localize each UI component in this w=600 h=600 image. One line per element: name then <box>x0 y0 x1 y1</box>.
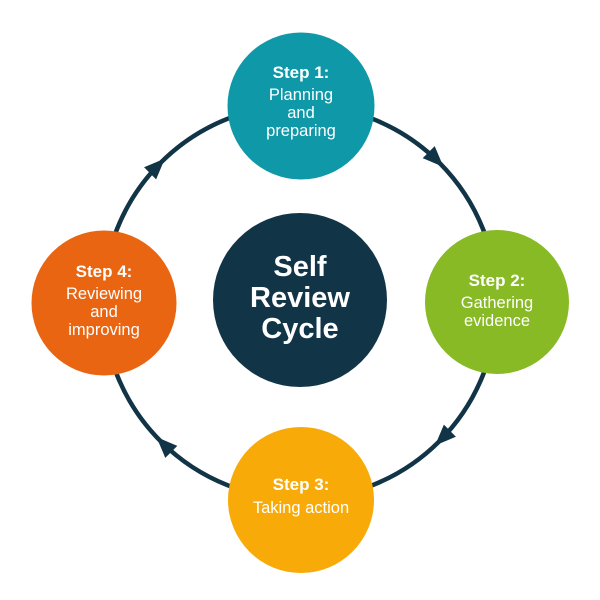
arrowhead-top-right-icon <box>422 146 444 167</box>
arrowhead-bottom-right-icon <box>435 424 456 446</box>
center-circle <box>213 213 387 387</box>
arrowhead-bottom-left-icon <box>156 437 178 458</box>
step-2-line: Gathering <box>461 294 533 312</box>
step-1-line: Planning <box>269 86 333 104</box>
step-2-line: evidence <box>464 312 530 330</box>
title-line-1: Self <box>273 251 327 283</box>
title-line-2: Review <box>250 282 350 314</box>
step-4-line: and <box>90 303 118 321</box>
step-1-line: and <box>287 104 315 122</box>
step-4-label: Step 4: <box>76 262 133 281</box>
step-1-circle <box>227 32 375 180</box>
step-3-circle <box>228 427 374 573</box>
title-line-3: Cycle <box>261 313 338 345</box>
step-3-line: Taking action <box>253 499 349 517</box>
step-4-line: improving <box>68 321 140 339</box>
step-4-circle-group: Step 4: Reviewing and improving <box>31 230 177 376</box>
center-circle-group: Self Review Cycle <box>213 213 387 387</box>
step-3-circle-group: Step 3: Taking action <box>228 427 374 573</box>
step-4-circle <box>31 230 177 376</box>
step-3-label: Step 3: <box>273 475 330 494</box>
step-2-label: Step 2: <box>469 271 526 290</box>
step-1-circle-group: Step 1: Planning and preparing <box>227 32 375 180</box>
step-2-circle-group: Step 2: Gathering evidence <box>425 230 569 374</box>
step-4-line: Reviewing <box>66 285 142 303</box>
step-1-line: preparing <box>266 122 336 140</box>
step-2-circle <box>425 230 569 374</box>
step-1-label: Step 1: <box>273 63 330 82</box>
arrowhead-top-left-icon <box>144 158 165 180</box>
